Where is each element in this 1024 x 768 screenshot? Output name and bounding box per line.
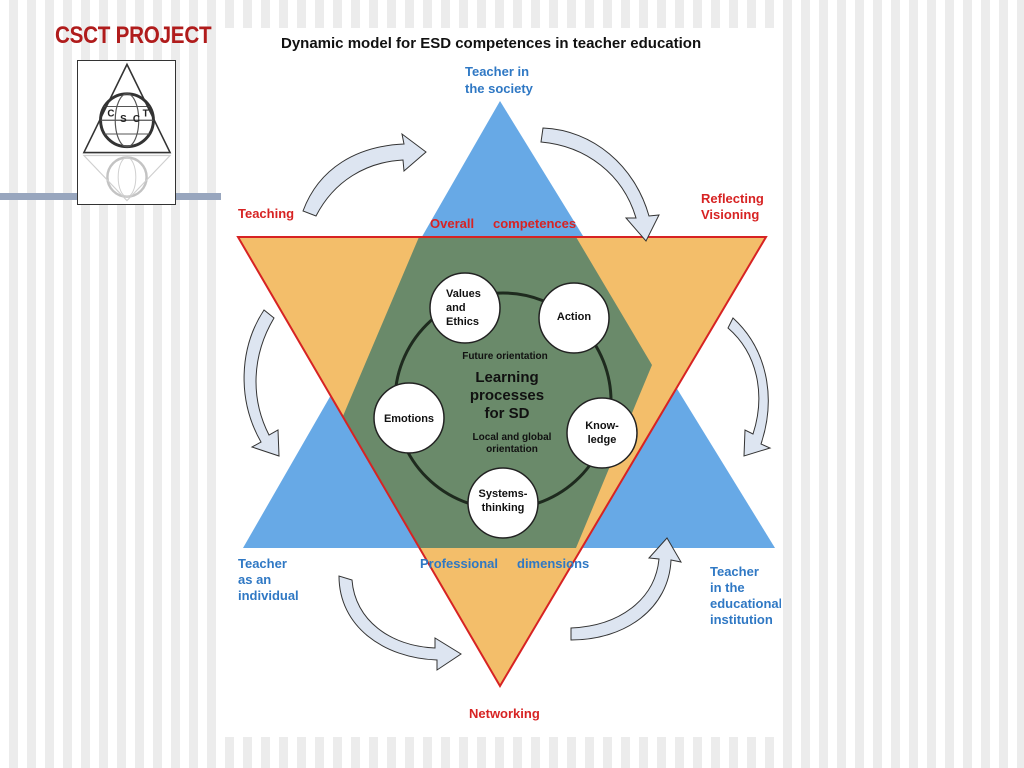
center-title-line3: for SD: [485, 405, 530, 422]
local-global-label-line1: Local and global: [473, 432, 552, 443]
logo-letter-c: C: [107, 108, 114, 119]
center-title-line2: processes: [470, 387, 544, 404]
arrow-top-left: [302, 132, 427, 217]
teacher-institution-label-line2: in the: [710, 580, 745, 595]
cycle-arrows: [243, 127, 772, 671]
logo-triangle: [82, 62, 172, 154]
node-emotions: Emotions: [373, 382, 445, 454]
local-global-label-line2: orientation: [486, 444, 538, 455]
arrow-top-right: [540, 127, 660, 242]
networking-label: Networking: [469, 706, 540, 721]
node-action-label: Action: [557, 311, 592, 323]
dimensions-label: dimensions: [517, 556, 589, 571]
red-triangle-outline: [236, 236, 768, 688]
node-ethics-label: Ethics: [446, 316, 479, 328]
csct-logo: C S C T: [77, 60, 176, 205]
teacher-society-label-line2: the society: [465, 81, 534, 96]
node-systems-label: Systems-: [479, 488, 528, 500]
logo-letter-c2: C: [133, 114, 140, 125]
node-thinking-label: thinking: [482, 502, 525, 514]
logo-reflection: [82, 154, 172, 202]
node-action: Action: [538, 282, 610, 354]
teacher-institution-label-line1: Teacher: [710, 564, 759, 579]
logo-letter-t: T: [143, 108, 149, 119]
arrow-left: [243, 309, 280, 457]
competences-label: competences: [493, 216, 576, 231]
teacher-institution-label-line4: institution: [710, 612, 773, 627]
node-systems-thinking: Systems- thinking: [467, 467, 539, 539]
diagram-title: Dynamic model for ESD competences in tea…: [281, 35, 701, 52]
csct-logo-graphic: C S C T: [82, 62, 172, 202]
arrow-bottom-left: [338, 575, 462, 671]
esd-model-diagram: Dynamic model for ESD competences in tea…: [236, 35, 781, 721]
reflecting-label: Reflecting: [701, 191, 764, 206]
visioning-label: Visioning: [701, 207, 759, 222]
node-knowledge: Know- ledge: [566, 397, 638, 469]
page-title: CSCT PROJECT: [55, 22, 212, 49]
logo-letter-s: S: [120, 114, 127, 125]
arrow-bottom-right: [570, 537, 682, 641]
teacher-institution-label-line3: educational: [710, 596, 781, 611]
teacher-individual-label-line1: Teacher: [238, 556, 287, 571]
teaching-label: Teaching: [238, 206, 294, 221]
teacher-individual-label-line2: as an: [238, 572, 271, 587]
node-emotions-label: Emotions: [384, 413, 434, 425]
center-title-line1: Learning: [475, 369, 538, 386]
node-ledge-label: ledge: [588, 434, 617, 446]
overall-label: Overall: [430, 216, 474, 231]
node-values-ethics: Values and Ethics: [429, 272, 501, 344]
arrow-right: [727, 317, 772, 457]
teacher-society-label-line1: Teacher in: [465, 64, 529, 79]
future-orientation-label: Future orientation: [462, 351, 548, 362]
node-know-label: Know-: [585, 420, 619, 432]
node-values-label: Values: [446, 288, 481, 300]
node-and-label: and: [446, 302, 466, 314]
professional-label: Professional: [420, 556, 498, 571]
esd-model-figure: Dynamic model for ESD competences in tea…: [221, 28, 781, 737]
teacher-individual-label-line3: individual: [238, 588, 299, 603]
